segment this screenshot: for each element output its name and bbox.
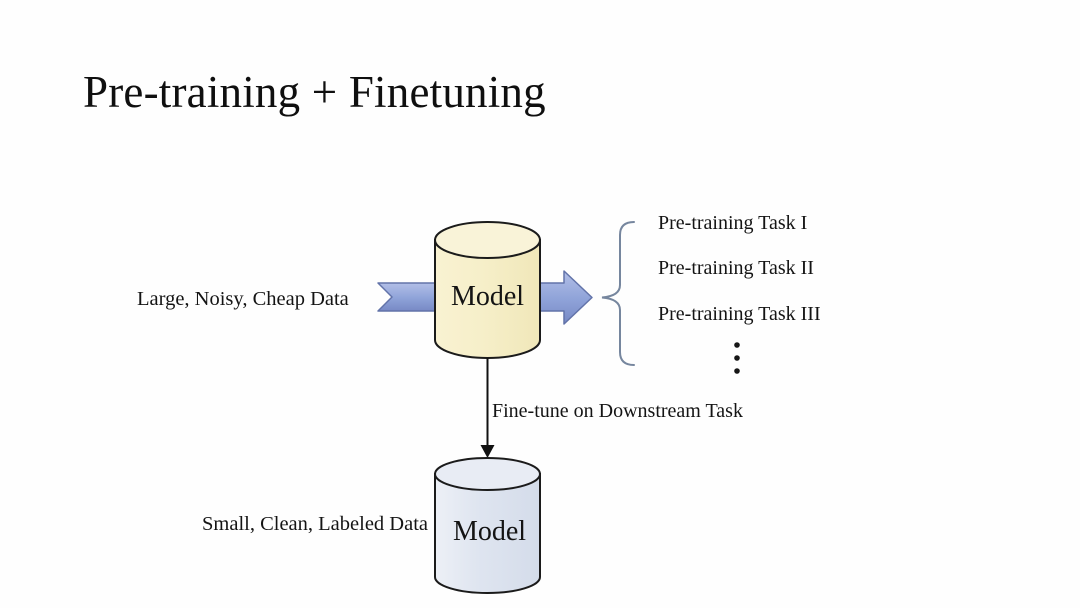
slide-title: Pre-training + Finetuning bbox=[83, 67, 546, 117]
finetune-model-label: Model bbox=[452, 516, 527, 547]
finetune-input-label: Small, Clean, Labeled Data bbox=[202, 513, 428, 535]
task-item-1: Pre-training Task I bbox=[658, 212, 808, 234]
vertical-ellipsis-icon bbox=[734, 342, 740, 374]
task-item-3: Pre-training Task III bbox=[658, 303, 821, 325]
task-item-2: Pre-training Task II bbox=[658, 257, 814, 279]
tasks-brace bbox=[601, 221, 635, 366]
pretrain-output-arrow bbox=[539, 270, 593, 325]
pretrain-input-arrow bbox=[377, 282, 438, 312]
pretrain-input-label: Large, Noisy, Cheap Data bbox=[137, 288, 349, 310]
pretrain-model-cylinder bbox=[434, 221, 541, 359]
finetune-model-cylinder bbox=[434, 457, 541, 594]
finetune-arrow-label: Fine-tune on Downstream Task bbox=[492, 400, 743, 422]
pretrain-model-label: Model bbox=[450, 281, 525, 312]
finetune-arrow bbox=[480, 358, 495, 458]
